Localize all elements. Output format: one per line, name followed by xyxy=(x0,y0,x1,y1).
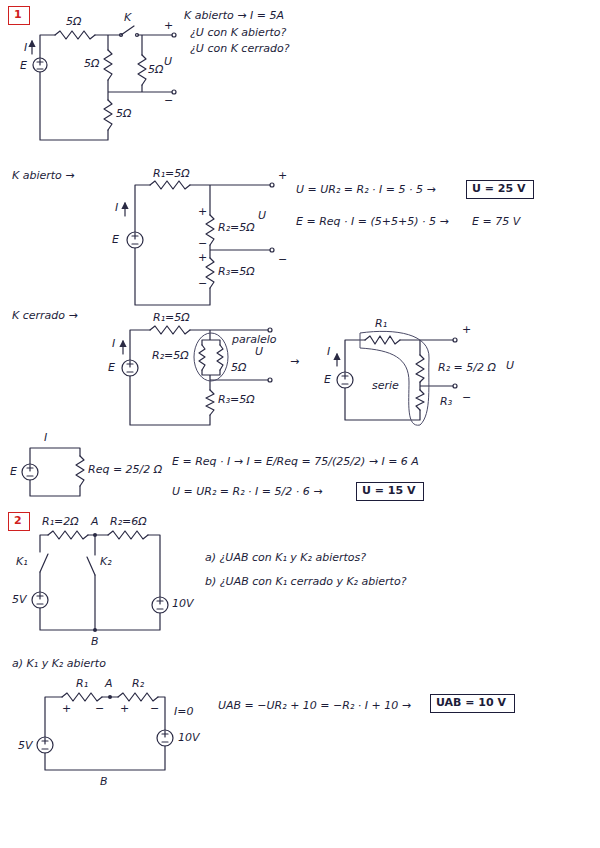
annotation-text: A xyxy=(91,516,99,529)
annotation-text: 5V xyxy=(18,740,33,753)
annotation-text: B xyxy=(91,636,99,649)
annotation-text: serie xyxy=(372,380,399,393)
annotation-text: R₂=5Ω xyxy=(218,222,255,235)
annotation-text: + xyxy=(198,206,207,219)
annotation-text: − xyxy=(278,254,287,267)
annotation-text: R₂=5Ω xyxy=(152,350,189,363)
annotation-text: − xyxy=(198,238,207,251)
annotation-text: R₃ xyxy=(440,396,452,409)
annotation-text: − xyxy=(462,392,471,405)
annotation-text: + xyxy=(278,170,287,183)
circuit-open xyxy=(125,181,274,305)
annotation-text: I=0 xyxy=(174,706,193,719)
annotation-text: I xyxy=(24,42,27,55)
circuit-two-a xyxy=(37,693,173,770)
annotation-text: 5Ω xyxy=(66,16,81,29)
annotation-text: E xyxy=(112,234,119,247)
annotation-text: 5Ω xyxy=(84,58,99,71)
annotation-text: R₁=5Ω xyxy=(153,168,190,181)
annotation-text: E xyxy=(324,374,331,387)
annotation-text: E = Req · I = (5+5+5) · 5 → xyxy=(296,216,449,229)
annotation-text: − xyxy=(164,95,173,108)
annotation-text: U = UR₂ = R₂ · I = 5 · 5 → xyxy=(296,184,436,197)
annotation-text: R₁=5Ω xyxy=(153,312,190,325)
problem-number-text: 2 xyxy=(14,514,22,527)
annotation-text: R₃=5Ω xyxy=(218,394,255,407)
result-text: U = 15 V xyxy=(362,484,415,497)
annotation-text: K abierto → xyxy=(12,170,75,183)
annotation-text: → xyxy=(290,356,299,369)
annotation-text: R₃=5Ω xyxy=(218,266,255,279)
annotation-text: ¿U con K cerrado? xyxy=(190,43,290,56)
circuit-two xyxy=(32,531,168,632)
annotation-text: E xyxy=(10,466,17,479)
annotation-text: 5Ω xyxy=(116,108,131,121)
annotation-text: ¿U con K abierto? xyxy=(190,27,286,40)
result-text: U = 25 V xyxy=(472,182,525,195)
result-box: U = 25 V xyxy=(466,180,534,199)
annotation-text: a) ¿UAB con K₁ y K₂ abiertos? xyxy=(205,552,366,565)
annotation-text: R₂ xyxy=(132,678,144,691)
annotation-text: − xyxy=(150,703,159,716)
annotation-text: I xyxy=(115,202,118,215)
problem-number-text: 1 xyxy=(14,8,22,21)
annotation-text: K abierto → I = 5A xyxy=(184,10,284,23)
annotation-text: K₁ xyxy=(16,556,28,569)
annotation-text: + xyxy=(462,324,471,337)
annotation-text: b) ¿UAB con K₁ cerrado y K₂ abierto? xyxy=(205,576,406,589)
annotation-text: R₁ xyxy=(375,318,387,331)
problem-number: 1 xyxy=(8,6,30,25)
annotation-text: paralelo xyxy=(232,334,277,347)
annotation-text: + xyxy=(120,703,129,716)
annotation-text: U xyxy=(506,360,514,373)
annotation-text: U = UR₂ = R₂ · I = 5/2 · 6 → xyxy=(172,486,322,499)
problem-number: 2 xyxy=(8,512,30,531)
annotation-text: I xyxy=(44,432,47,445)
annotation-text: E xyxy=(108,362,115,375)
result-box: U = 15 V xyxy=(356,482,424,501)
annotation-text: K₂ xyxy=(100,556,112,569)
annotation-text: I xyxy=(112,338,115,351)
annotation-text: UAB = −UR₂ + 10 = −R₂ · I + 10 → xyxy=(218,700,411,713)
annotation-text: E = Req · I → I = E/Req = 75/(25/2) → I … xyxy=(172,456,419,469)
annotation-text: − xyxy=(95,703,104,716)
annotation-text: 5V xyxy=(12,594,27,607)
annotation-text: E = 75 V xyxy=(472,216,520,229)
annotation-text: E xyxy=(20,60,27,73)
annotation-text: 5Ω xyxy=(231,362,246,375)
annotation-text: R₂=6Ω xyxy=(110,516,147,529)
annotation-text: + xyxy=(164,20,173,33)
annotation-text: R₁=2Ω xyxy=(42,516,79,529)
annotation-text: R₁ xyxy=(76,678,88,691)
annotation-text: K xyxy=(124,12,131,25)
annotation-text: I xyxy=(327,346,330,359)
annotation-text: B xyxy=(100,776,108,789)
annotation-text: U xyxy=(164,56,172,69)
annotation-text: 5Ω xyxy=(148,64,163,77)
annotation-text: U xyxy=(258,210,266,223)
annotation-text: a) K₁ y K₂ abierto xyxy=(12,658,106,671)
annotation-text: A xyxy=(105,678,113,691)
annotation-text: − xyxy=(198,278,207,291)
annotation-text: 10V xyxy=(178,732,200,745)
annotation-text: + xyxy=(62,703,71,716)
result-text: UAB = 10 V xyxy=(436,696,506,709)
annotation-text: K cerrado → xyxy=(12,310,78,323)
annotation-text: R₂ = 5/2 Ω xyxy=(438,362,496,375)
annotation-text: Req = 25/2 Ω xyxy=(88,464,162,477)
annotation-text: + xyxy=(198,252,207,265)
annotation-text: U xyxy=(255,346,263,359)
circuit-series xyxy=(337,331,457,425)
circuit-one xyxy=(32,26,176,140)
annotation-text: 10V xyxy=(172,598,194,611)
circuit-equivalent xyxy=(22,448,84,496)
result-box: UAB = 10 V xyxy=(430,694,515,713)
